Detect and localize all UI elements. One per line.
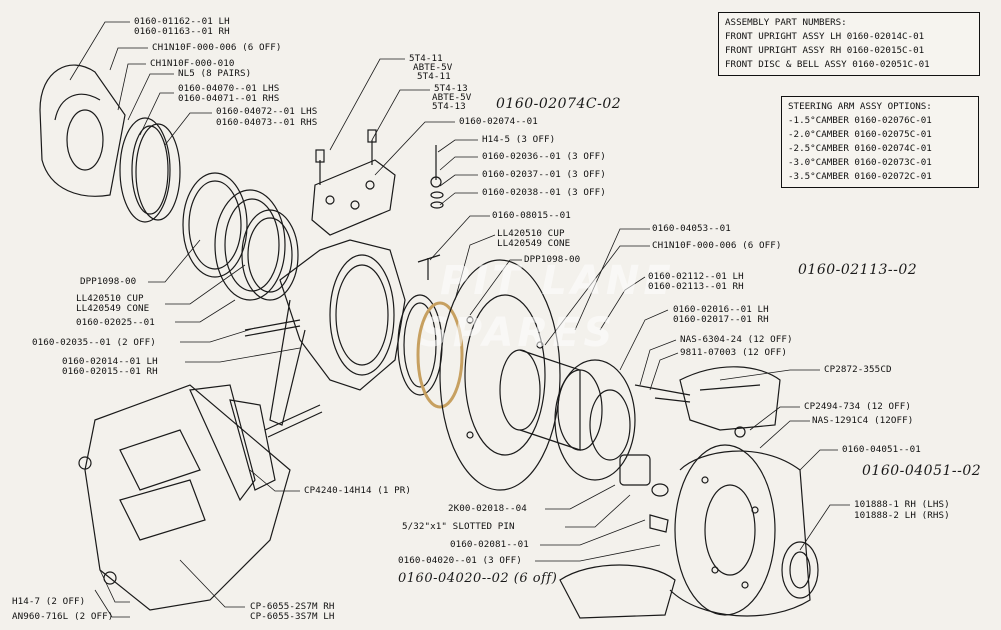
part-label: 5T4-11 [409, 53, 443, 64]
handwritten-note: 0160-04051--02 [862, 463, 982, 479]
steering-row: -3.5°CAMBER 0160-02072C-01 [788, 171, 932, 182]
part-label: DPP1098-00 [80, 276, 137, 287]
steering-row: -1.5°CAMBER 0160-02076C-01 [788, 115, 932, 126]
part-label: 0160-04053--01 [652, 223, 731, 234]
handwritten-note: 0160-04020--02 (6 off) [398, 571, 558, 586]
part-label: 0160-02017--01 RH [673, 314, 769, 325]
part-label: LL420549 CONE [76, 303, 150, 314]
part-label: 0160-02014--01 LH [62, 356, 158, 367]
steering-row: -2.5°CAMBER 0160-02074C-01 [788, 143, 932, 154]
bolts-upper [417, 145, 444, 280]
assembly-box-title: ASSEMBLY PART NUMBERS: [725, 17, 847, 28]
part-label: ABTE-5V [413, 62, 453, 73]
part-label: LL420510 CUP [76, 293, 144, 304]
part-label: CH1N10F-000-010 [150, 58, 235, 69]
bearing-rings [182, 172, 299, 301]
part-label: 0160-02015--01 RH [62, 366, 158, 377]
brake-duct-cover [39, 64, 126, 197]
part-label: 5T4-13 [432, 101, 466, 112]
steering-row: -3.0°CAMBER 0160-02073C-01 [788, 157, 932, 168]
part-label: H14-5 (3 OFF) [482, 134, 556, 145]
part-label: LL420510 CUP [497, 228, 565, 239]
part-label: AN960-716L (2 OFF) [12, 611, 114, 622]
part-label: 5/32"x1" SLOTTED PIN [402, 521, 515, 532]
part-label: CP2872-355CD [824, 364, 892, 375]
carrier-rings [119, 117, 181, 223]
part-label: 0160-04072--01 LHS [216, 106, 318, 117]
part-label: CP-6055-2S7M RH [250, 601, 335, 612]
part-label: 0160-04073--01 RHS [216, 117, 318, 128]
part-label: 0160-04051--01 [842, 444, 921, 455]
watermark-line-1: PIT LANE [440, 258, 675, 304]
part-label: 0160-02025--01 [76, 317, 155, 328]
part-label: CP2494-734 (12 OFF) [804, 401, 911, 412]
steering-box-title: STEERING ARM ASSY OPTIONS: [788, 101, 932, 112]
part-label: 0160-02113--01 RH [648, 281, 744, 292]
part-label: NAS-6304-24 (12 OFF) [680, 334, 793, 345]
steering-row: -2.0°CAMBER 0160-02075C-01 [788, 129, 932, 140]
part-label: H14-7 (2 OFF) [12, 596, 86, 607]
caliper-right [634, 366, 781, 438]
assembly-row: FRONT UPRIGHT ASSY RH 0160-02015C-01 [725, 45, 925, 56]
disc-bell [669, 444, 811, 617]
part-label: 0160-04020--01 (3 OFF) [398, 555, 522, 566]
air-duct [78, 384, 291, 611]
part-label: 0160-02081--01 [450, 539, 529, 550]
part-label: 101888-2 LH (RHS) [854, 510, 950, 521]
part-label: 5T4-11 [417, 71, 451, 82]
part-label: CH1N10F-000-006 (6 OFF) [152, 42, 282, 53]
handwritten-note: 0160-02074C-02 [496, 96, 622, 112]
assembly-row: FRONT DISC & BELL ASSY 0160-02051C-01 [725, 59, 930, 70]
part-label: 0160-02074--01 [459, 116, 538, 127]
small-cap [781, 541, 819, 599]
part-label: NAS-1291C4 (12OFF) [812, 415, 914, 426]
hub [499, 349, 636, 481]
part-label: 0160-04070--01 LHS [178, 83, 280, 94]
watermark-line-2: SPARES [420, 310, 617, 356]
part-label: LL420549 CONE [497, 238, 571, 249]
steering-arm-plate [311, 129, 396, 236]
part-label: 9811-07003 (12 OFF) [680, 347, 787, 358]
part-label: 0160-01162--01 LH [134, 16, 230, 27]
part-label: 0160-02035--01 (2 OFF) [32, 337, 156, 348]
part-label: ABTE-5V [432, 92, 472, 103]
part-label: 5T4-13 [434, 83, 468, 94]
steering-options-box: STEERING ARM ASSY OPTIONS: -1.5°CAMBER 0… [781, 96, 979, 188]
part-label: 0160-02112--01 LH [648, 271, 744, 282]
upright-body [244, 239, 406, 438]
stub-axle [619, 454, 669, 533]
part-label: CH1N10F-000-006 (6 OFF) [652, 240, 782, 251]
part-label: 0160-02038--01 (3 OFF) [482, 187, 606, 198]
part-label: 0160-02036--01 (3 OFF) [482, 151, 606, 162]
part-label: 0160-02016--01 LH [673, 304, 769, 315]
part-label: 0160-04071--01 RHS [178, 93, 280, 104]
part-label: 0160-02037--01 (3 OFF) [482, 169, 606, 180]
part-label: 0160-01163--01 RH [134, 26, 230, 37]
assembly-box: ASSEMBLY PART NUMBERS: FRONT UPRIGHT ASS… [718, 12, 980, 76]
assembly-row: FRONT UPRIGHT ASSY LH 0160-02014C-01 [725, 31, 925, 42]
part-label: 2K00-02018--04 [448, 503, 527, 514]
part-label: CP4240-14H14 (1 PR) [304, 485, 411, 496]
part-label: NL5 (8 PAIRS) [178, 68, 252, 79]
brake-disc [439, 259, 561, 491]
caliper-lower [559, 564, 676, 619]
part-label: CP-6055-3S7M LH [250, 611, 335, 622]
part-label: 101888-1 RH (LHS) [854, 499, 950, 510]
part-label: 0160-08015--01 [492, 210, 571, 221]
handwritten-note: 0160-02113--02 [798, 262, 918, 278]
part-label: DPP1098-00 [524, 254, 581, 265]
